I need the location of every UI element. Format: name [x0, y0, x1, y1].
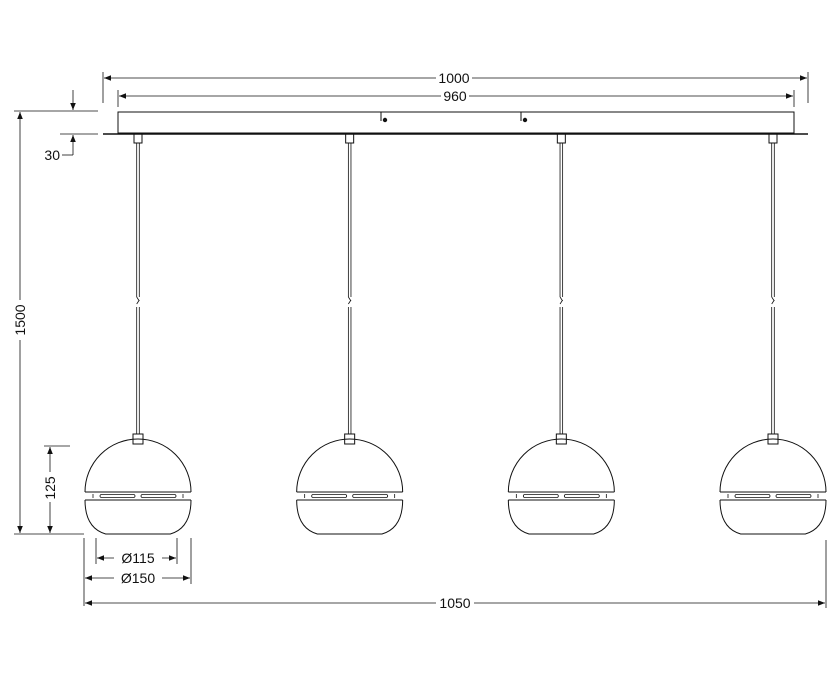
dimension-overall-height: 1500 [12, 110, 84, 535]
shade-lower-bowl [296, 499, 404, 535]
overall-height-label: 1500 [12, 304, 28, 335]
shade-slot-left [311, 494, 348, 498]
shade-height-label: 125 [42, 476, 58, 500]
dimension-overall-span: 1050 [85, 540, 827, 611]
shade-slot-left [522, 494, 559, 498]
shade-slot-right [352, 494, 389, 498]
pendant-lamp-2 [296, 133, 404, 535]
cable-connector-top [345, 133, 355, 144]
pendant-lamp-3 [507, 133, 615, 535]
shade-slot-right [140, 494, 177, 498]
pendant-lamp-4 [719, 133, 827, 535]
dimension-canopy-height: 30 [44, 90, 98, 163]
dimension-inner-diameter: Ø115 [95, 538, 178, 566]
mounting-bracket-left [380, 112, 388, 123]
dimension-total-length: 1000 [102, 70, 809, 103]
cable-break [136, 296, 140, 305]
dimension-outer-diameter: Ø150 [83, 538, 192, 606]
cable-connector-top [768, 133, 778, 144]
ceiling-canopy [103, 111, 808, 135]
dimension-shade-height: 125 [42, 445, 70, 533]
inner-diameter-label: Ø115 [121, 550, 154, 566]
total-length-label: 1000 [438, 70, 469, 86]
shade-upper-dome [719, 438, 827, 493]
shade-lower-bowl [507, 499, 615, 535]
cable-break [771, 296, 775, 305]
shade-lower-bowl [719, 499, 827, 535]
cable-connector-top [133, 133, 143, 144]
overall-span-label: 1050 [439, 595, 470, 611]
pendant-group [84, 133, 827, 535]
shade-slot-left [734, 494, 771, 498]
pendant-lamp-1 [84, 133, 192, 535]
shade-lower-bowl [84, 499, 192, 535]
outer-diameter-label: Ø150 [121, 570, 155, 586]
shade-upper-dome [507, 438, 615, 493]
shade-slot-left [99, 494, 136, 498]
mounting-bracket-right [520, 112, 528, 123]
shade-slot-right [775, 494, 812, 498]
shade-slot-right [563, 494, 600, 498]
shade-upper-dome [84, 438, 192, 493]
cable-connector-top [556, 133, 566, 144]
cable-break [559, 296, 563, 305]
canopy-length-label: 960 [443, 88, 467, 104]
shade-upper-dome [296, 438, 404, 493]
canopy-height-label: 30 [44, 147, 60, 163]
cable-break [348, 296, 352, 305]
dimension-canopy-length: 960 [117, 88, 795, 107]
